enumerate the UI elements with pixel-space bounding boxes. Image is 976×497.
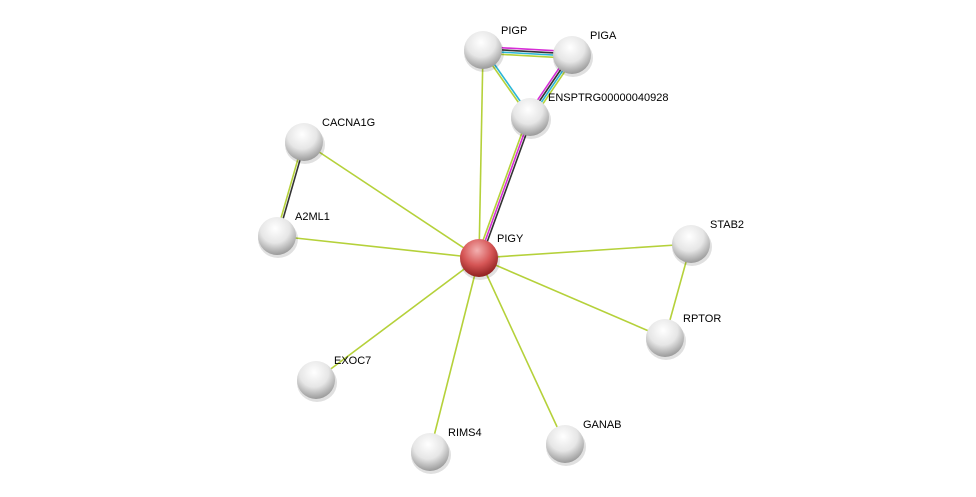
node-pigy[interactable]: PIGY [460,233,524,280]
edge-cacna1g-pigy[interactable] [303,141,480,259]
node-label: RIMS4 [448,427,482,439]
node-sphere[interactable] [258,217,296,255]
node-exoc7[interactable]: EXOC7 [297,355,371,402]
edge-rims4-pigy[interactable] [429,257,480,453]
node-sphere[interactable] [511,98,549,136]
evidence-line [429,257,480,453]
node-label: GANAB [583,419,622,431]
node-sphere[interactable] [646,319,684,357]
node-sphere[interactable] [285,123,323,161]
edge-exoc7-pigy[interactable] [315,257,480,381]
evidence-line [303,141,480,259]
evidence-line [478,243,692,259]
node-sphere[interactable] [672,225,710,263]
node-label: EXOC7 [334,355,371,367]
evidence-line [478,49,484,259]
node-label: RPTOR [683,313,721,325]
node-label: STAB2 [710,219,744,231]
node-label: PIGY [497,233,524,245]
node-stab2[interactable]: STAB2 [672,219,744,266]
edge-a2ml1-pigy[interactable] [276,235,480,259]
evidence-line [315,257,480,381]
evidence-line [478,116,531,259]
node-a2ml1[interactable]: A2ML1 [258,211,330,258]
evidence-line [480,117,533,260]
node-cacna1g[interactable]: CACNA1G [285,117,375,164]
edge-ganab-pigy[interactable] [478,257,566,445]
node-pigp[interactable]: PIGP [464,25,527,72]
edge-rptor-pigy[interactable] [478,257,666,339]
evidence-line [478,257,566,445]
node-rptor[interactable]: RPTOR [646,313,721,360]
node-sphere[interactable] [460,239,498,277]
node-ganab[interactable]: GANAB [546,419,622,466]
node-sphere[interactable] [553,36,591,74]
node-sphere[interactable] [297,361,335,399]
evidence-line [478,257,666,339]
node-label: PIGP [501,25,527,37]
evidence-line [476,115,529,258]
node-sphere[interactable] [464,31,502,69]
node-rims4[interactable]: RIMS4 [411,427,482,474]
node-piga[interactable]: PIGA [553,30,617,77]
edge-stab2-pigy[interactable] [478,243,692,259]
node-ensp[interactable]: ENSPTRG00000040928 [511,92,668,139]
node-sphere[interactable] [546,425,584,463]
node-sphere[interactable] [411,433,449,471]
edge-pigp-pigy[interactable] [478,49,484,259]
node-label: CACNA1G [322,117,375,129]
evidence-line [276,235,480,259]
node-label: ENSPTRG00000040928 [548,92,668,104]
node-label: PIGA [590,30,617,42]
node-label: A2ML1 [295,211,330,223]
edge-ensp-pigy[interactable] [476,115,533,260]
